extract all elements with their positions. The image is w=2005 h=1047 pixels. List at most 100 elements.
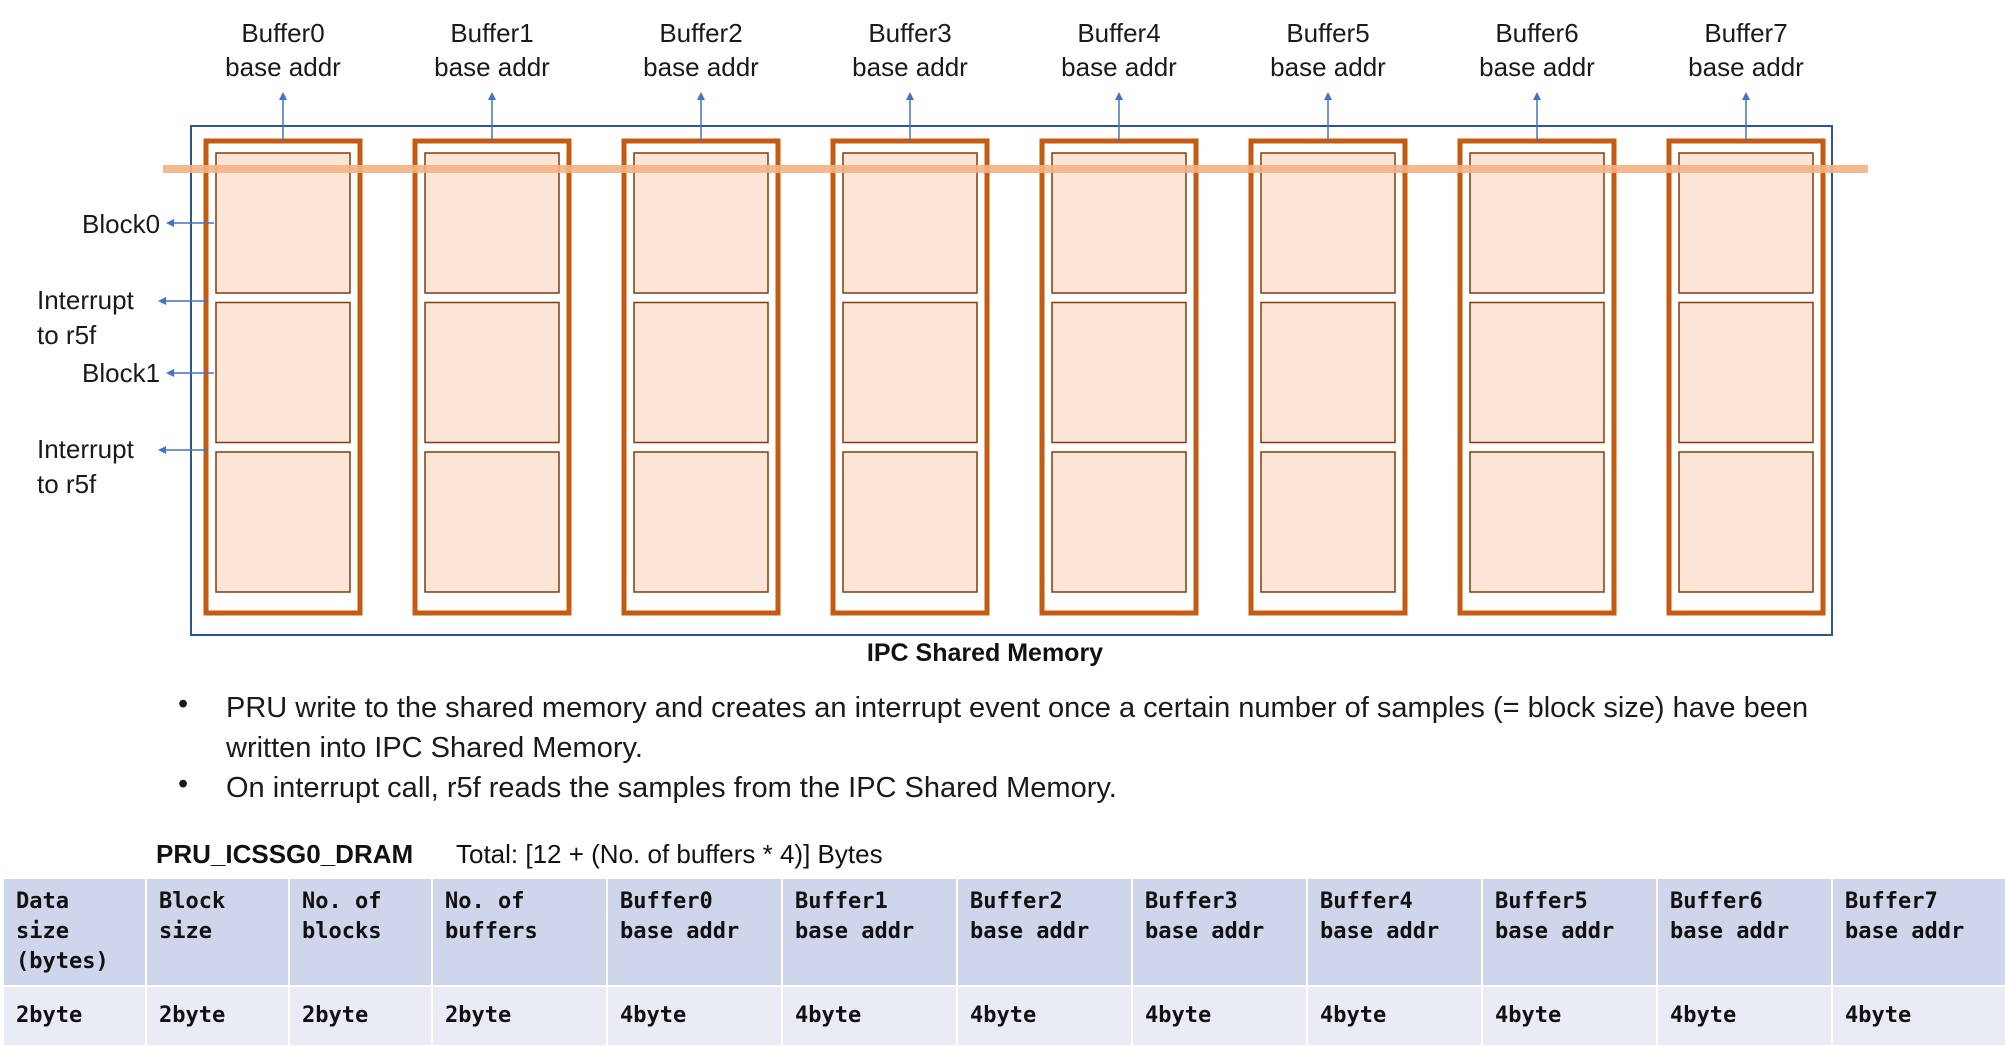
dram-size-cell: 2byte <box>288 985 433 1047</box>
buffer-3-block-0 <box>842 152 978 294</box>
buffer-6-name-label: Buffer6 <box>1495 18 1578 48</box>
dram-header-line: base addr <box>970 919 1090 944</box>
dram-header-line: Buffer5 <box>1495 889 1588 914</box>
buffer-7-addr-label: base addr <box>1688 52 1804 82</box>
dram-size-cell: 4byte <box>1131 985 1308 1047</box>
dram-header-line: size <box>16 919 69 944</box>
dram-size-cell: 4byte <box>781 985 958 1047</box>
dram-header-cell: Buffer7 base addr <box>1831 877 2005 987</box>
dram-header-cell: No. of buffers <box>431 877 608 987</box>
dram-size-cell: 2byte <box>145 985 290 1047</box>
interrupt-label-1a: Interrupt <box>37 285 135 315</box>
buffer-2-block-2 <box>633 451 769 593</box>
dram-total-formula: Total: [12 + (No. of buffers * 4)] Bytes <box>456 839 883 869</box>
dram-header-line: Buffer7 <box>1845 889 1938 914</box>
buffer-3-name-label: Buffer3 <box>868 18 951 48</box>
dram-header-line: base addr <box>795 919 915 944</box>
dram-header-cell: Buffer2 base addr <box>956 877 1133 987</box>
dram-title: PRU_ICSSG0_DRAM <box>156 839 414 869</box>
dram-header-line: buffers <box>445 919 538 944</box>
dram-header-line: Buffer6 <box>1670 889 1763 914</box>
interrupt-label-2a: Interrupt <box>37 434 135 464</box>
dram-header-line: base addr <box>620 919 740 944</box>
dram-size-cell: 4byte <box>1306 985 1483 1047</box>
buffer-0-block-2 <box>215 451 351 593</box>
buffer-6-block-1 <box>1469 301 1605 444</box>
dram-size-cell: 4byte <box>1656 985 1833 1047</box>
buffer-1-addr-label: base addr <box>434 52 550 82</box>
dram-size-cell: 4byte <box>956 985 1133 1047</box>
buffer-2-name-label: Buffer2 <box>659 18 742 48</box>
buffer-6-addr-label: base addr <box>1479 52 1595 82</box>
buffer-5-block-2 <box>1260 451 1396 593</box>
buffer-2-block-0 <box>633 152 769 294</box>
dram-header-line: base addr <box>1670 919 1790 944</box>
dram-header-line: base addr <box>1845 919 1965 944</box>
dram-header-cell: Data size (bytes) <box>2 877 147 987</box>
dram-header-cell: Block size <box>145 877 290 987</box>
dram-size-cell: 2byte <box>2 985 147 1047</box>
dram-size-cell: 4byte <box>606 985 783 1047</box>
dram-header-cell: Buffer4 base addr <box>1306 877 1483 987</box>
bullet-text: PRU write to the shared memory and creat… <box>226 692 1809 764</box>
dram-header-line: No. of <box>302 889 382 914</box>
dram-header-line: Buffer0 <box>620 889 713 914</box>
dram-header-line: Block <box>159 889 226 914</box>
interrupt-label-1b: to r5f <box>37 320 97 350</box>
buffer-3-block-1 <box>842 301 978 444</box>
buffer-0-block-1 <box>215 301 351 444</box>
dram-header-cell: Buffer6 base addr <box>1656 877 1833 987</box>
side-labels: Block0 Interrupt to r5f Block1 Interrupt… <box>37 209 214 499</box>
buffer-1-name-label: Buffer1 <box>450 18 533 48</box>
block1-label: Block1 <box>82 358 160 388</box>
ipc-shared-memory-frame <box>190 125 1833 636</box>
dram-size-cell: 2byte <box>431 985 608 1047</box>
dram-header-line: size <box>159 919 212 944</box>
buffer-5-block-0 <box>1260 152 1396 294</box>
buffer-3-addr-label: base addr <box>852 52 968 82</box>
dram-header-line: blocks <box>302 919 382 944</box>
buffer-2-addr-label: base addr <box>643 52 759 82</box>
dram-size-cell: 4byte <box>1831 985 2005 1047</box>
buffer-4-block-2 <box>1051 451 1187 593</box>
bullet-dot: • <box>178 688 189 720</box>
buffer-0-block-0 <box>215 152 351 294</box>
buffer-1-block-1 <box>424 301 560 444</box>
buffer-5-addr-label: base addr <box>1270 52 1386 82</box>
dram-header-cell: Buffer0 base addr <box>606 877 783 987</box>
dram-header-line: base addr <box>1320 919 1440 944</box>
buffer-4-block-0 <box>1051 152 1187 294</box>
buffer-5-block-1 <box>1260 301 1396 444</box>
buffer-7-block-0 <box>1678 152 1814 294</box>
buffer-5-name-label: Buffer5 <box>1286 18 1369 48</box>
buffer-1-block-0 <box>424 152 560 294</box>
dram-header-line: base addr <box>1145 919 1265 944</box>
buffer-7-block-2 <box>1678 451 1814 593</box>
dram-header-cell: No. of blocks <box>288 877 433 987</box>
bullet-text: On interrupt call, r5f reads the samples… <box>226 772 1117 804</box>
buffer-7-block-1 <box>1678 301 1814 444</box>
interrupt-label-2b: to r5f <box>37 469 97 499</box>
dram-header-line: No. of <box>445 889 525 914</box>
buffer-6-block-2 <box>1469 451 1605 593</box>
dram-header-line: Buffer3 <box>1145 889 1238 914</box>
buffer-4-addr-label: base addr <box>1061 52 1177 82</box>
buffer-4-name-label: Buffer4 <box>1077 18 1160 48</box>
dram-header-line: (bytes) <box>16 949 109 974</box>
dram-size-cell: 4byte <box>1481 985 1658 1047</box>
dram-header-line: base addr <box>1495 919 1615 944</box>
dram-header-line: Data <box>16 889 69 914</box>
dram-header-cell: Buffer5 base addr <box>1481 877 1658 987</box>
buffer-4-block-1 <box>1051 301 1187 444</box>
buffer-6-block-0 <box>1469 152 1605 294</box>
dram-header-line: Buffer2 <box>970 889 1063 914</box>
dram-header-cell: Buffer3 base addr <box>1131 877 1308 987</box>
bullet-dot: • <box>178 768 189 800</box>
dram-header-line: Buffer4 <box>1320 889 1413 914</box>
